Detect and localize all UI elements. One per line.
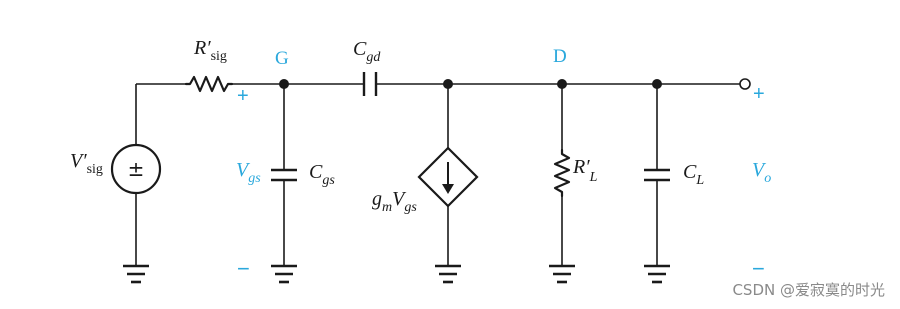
output-minus-sign: − xyxy=(752,256,765,281)
label-vgs-sub: gs xyxy=(248,171,261,186)
label-cgs-main: C xyxy=(309,161,323,183)
ground-cl xyxy=(644,264,670,284)
watermark-text: CSDN @爱寂寞的时光 xyxy=(732,281,885,299)
label-cgs-sub: gs xyxy=(322,173,335,188)
label-rl-prime: ′ xyxy=(585,156,590,178)
node-label-g: G xyxy=(275,48,289,69)
ground-cgs xyxy=(271,264,297,284)
current-arrow-head xyxy=(442,184,454,194)
label-cl-main: C xyxy=(683,161,697,183)
label-vsig-prime: ′ xyxy=(82,150,87,172)
label-cl: CL xyxy=(683,161,704,188)
label-vo-main: V xyxy=(752,159,767,181)
source-polarity-sign: ± xyxy=(128,157,145,181)
rsig-resistor xyxy=(184,75,234,93)
ground-source xyxy=(123,264,149,284)
label-rsig-prime: ′ xyxy=(206,37,211,59)
label-cgs: Cgs xyxy=(309,161,335,188)
label-vo: Vo xyxy=(752,159,771,186)
label-vsig-main: V xyxy=(70,150,85,172)
label-rl: R′L xyxy=(572,156,598,185)
label-rsig-main: R xyxy=(193,37,206,59)
label-vgs: Vgs xyxy=(236,159,261,186)
label-cgd-main: C xyxy=(353,38,367,60)
label-cl-sub: L xyxy=(695,173,704,188)
output-terminal xyxy=(739,78,751,90)
ground-gm xyxy=(435,264,461,284)
label-gm-v: V xyxy=(392,188,407,210)
ground-rl xyxy=(549,264,575,284)
label-cgd-sub: gd xyxy=(366,50,381,65)
label-cgd: Cgd xyxy=(353,38,381,65)
label-vo-sub: o xyxy=(764,171,771,186)
output-plus-sign: + xyxy=(753,83,765,105)
label-gm-g: g xyxy=(372,188,382,210)
rl-resistor xyxy=(553,148,571,198)
label-gm-m: m xyxy=(382,200,392,215)
node-label-d: D xyxy=(553,46,567,67)
label-rsig-sub: sig xyxy=(211,49,227,64)
label-gmvgs: gmVgs xyxy=(372,188,417,215)
label-gm-sub: gs xyxy=(404,200,417,215)
label-vsig-sub: sig xyxy=(87,162,103,177)
label-rl-sub: L xyxy=(589,170,598,185)
label-vgs-main: V xyxy=(236,159,251,181)
label-rsig: R′sig xyxy=(193,37,227,64)
gate-minus-sign: − xyxy=(237,256,250,281)
label-vsig: V′sig xyxy=(70,150,103,177)
gate-plus-sign: + xyxy=(237,85,249,107)
label-rl-main: R xyxy=(572,156,585,178)
